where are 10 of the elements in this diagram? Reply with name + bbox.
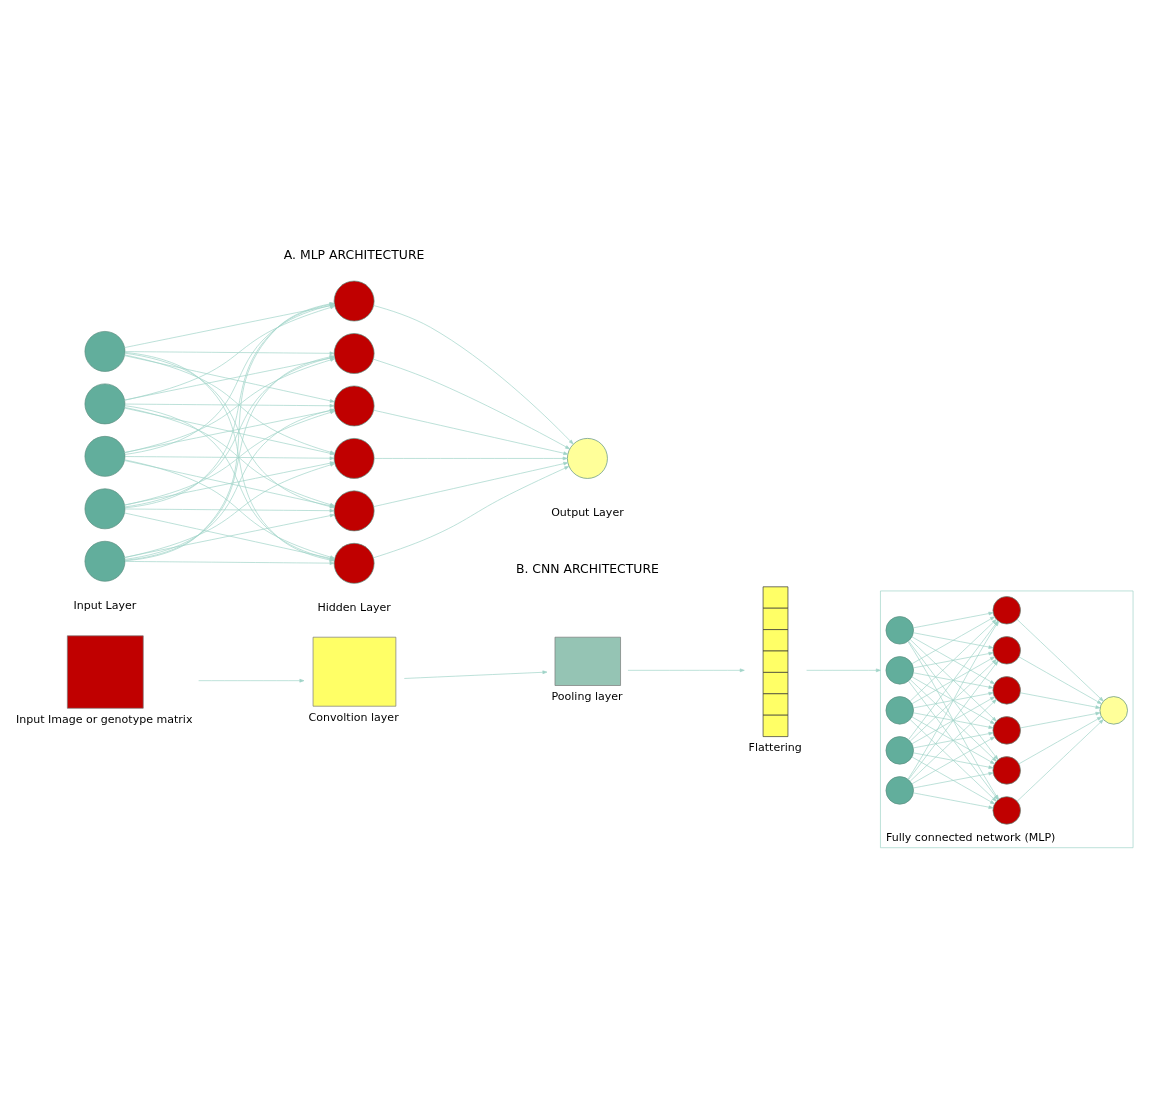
node-label: Convoltion layer <box>308 710 399 724</box>
node-label: Flattering <box>748 740 802 754</box>
label: Input Layer <box>73 598 137 612</box>
node-label: Input Image or genotype matrix <box>15 712 193 726</box>
label: Output Layer <box>551 505 624 519</box>
label: A. MLP ARCHITECTURE <box>283 246 425 262</box>
node-label: Fully connected network (MLP) <box>885 830 1056 844</box>
label: B. CNN ARCHITECTURE <box>515 560 659 576</box>
label: Hidden Layer <box>317 600 391 614</box>
node-label: Pooling layer <box>551 689 623 703</box>
